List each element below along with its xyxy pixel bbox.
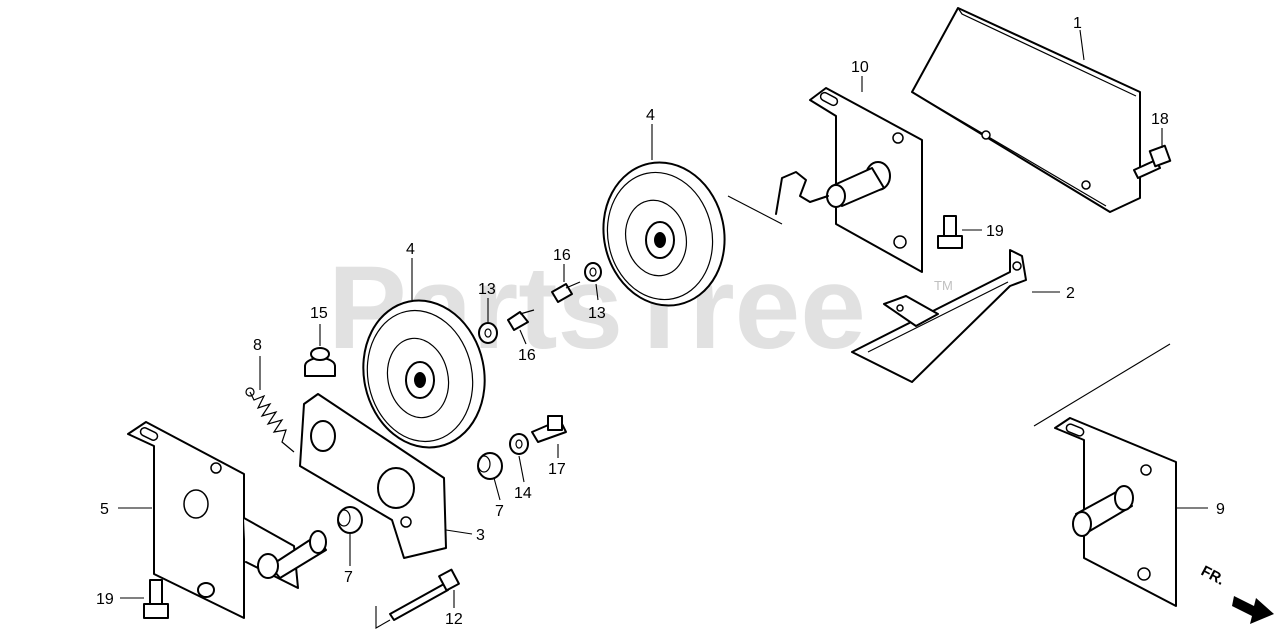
callout-7a: 7 bbox=[495, 503, 504, 520]
callout-labels: 1 2 3 4 4 5 7 7 8 9 10 12 13 13 14 15 16… bbox=[96, 15, 1225, 628]
part-16-bolt-a bbox=[551, 281, 581, 303]
part-14-washer bbox=[509, 433, 529, 455]
callout-17: 17 bbox=[548, 461, 566, 478]
callout-2: 2 bbox=[1066, 285, 1075, 302]
callout-18: 18 bbox=[1151, 111, 1169, 128]
callout-5: 5 bbox=[100, 501, 109, 518]
callout-10: 10 bbox=[851, 59, 869, 76]
part-9-side-bracket bbox=[1033, 343, 1177, 607]
callout-15: 15 bbox=[310, 305, 328, 322]
callout-19b: 19 bbox=[96, 591, 114, 608]
callout-16b: 16 bbox=[518, 347, 536, 364]
callout-leaders bbox=[118, 29, 1208, 608]
callout-3: 3 bbox=[476, 527, 485, 544]
part-4-lower-pulley bbox=[362, 299, 486, 449]
part-12-bolt bbox=[375, 568, 460, 629]
part-1-cover-plate bbox=[911, 7, 1141, 213]
callout-13b: 13 bbox=[588, 305, 606, 322]
watermark-tm: TM bbox=[934, 278, 953, 293]
part-4-upper-pulley bbox=[602, 161, 726, 307]
part-7-collar-b bbox=[337, 506, 363, 534]
callout-9: 9 bbox=[1216, 501, 1225, 518]
callout-4a: 4 bbox=[646, 107, 655, 124]
part-7-collar-a bbox=[477, 452, 503, 480]
part-5-left-bracket bbox=[127, 421, 327, 619]
front-label: FR. bbox=[1198, 563, 1227, 589]
part-19-bolt-b bbox=[143, 579, 169, 619]
part-2-lower-bracket bbox=[851, 249, 1027, 383]
part-8-spring bbox=[245, 387, 295, 453]
callout-1: 1 bbox=[1073, 15, 1082, 32]
part-3-tension-arm bbox=[299, 393, 447, 559]
callout-13a: 13 bbox=[478, 281, 496, 298]
part-15-bushing bbox=[304, 347, 336, 377]
callout-16a: 16 bbox=[553, 247, 571, 264]
part-18-bolt bbox=[1133, 144, 1172, 179]
part-13-washer-a bbox=[478, 322, 498, 344]
callout-14: 14 bbox=[514, 485, 532, 502]
part-10-upper-bracket bbox=[727, 87, 923, 273]
part-16-bolt-b bbox=[507, 309, 535, 331]
front-direction-marker: FR. bbox=[1198, 563, 1274, 624]
callout-4b: 4 bbox=[406, 241, 415, 258]
callout-19a: 19 bbox=[986, 223, 1004, 240]
callout-12: 12 bbox=[445, 611, 463, 628]
callout-7b: 7 bbox=[344, 569, 353, 586]
callout-8: 8 bbox=[253, 337, 262, 354]
part-13-washer-b bbox=[584, 262, 602, 282]
part-17-bolt bbox=[531, 415, 567, 443]
part-19-bolt-a bbox=[937, 215, 963, 249]
front-arrow-icon bbox=[1232, 596, 1274, 624]
